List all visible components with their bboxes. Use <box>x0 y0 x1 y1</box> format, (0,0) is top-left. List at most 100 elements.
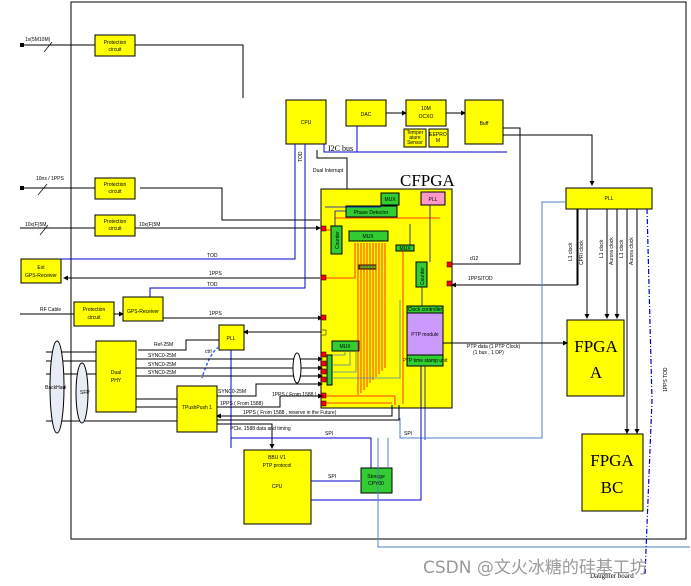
svg-text:PTP module: PTP module <box>411 332 439 338</box>
svg-text:SYNC0-25M: SYNC0-25M <box>218 389 246 395</box>
phase-detector <box>345 205 398 218</box>
counter-2 <box>415 261 428 288</box>
svg-text:circuit: circuit <box>108 47 122 53</box>
svg-text:Ext: Ext <box>37 265 45 271</box>
svg-text:PLL: PLL <box>227 336 236 342</box>
buffer: Buff <box>464 99 504 145</box>
watermark: CSDN @文火冰糖的硅基工坊 <box>423 558 647 578</box>
svg-text:1PPS: 1PPS <box>209 311 222 317</box>
svg-text:FPGA: FPGA <box>590 451 634 470</box>
svg-text:SYNC0-25M: SYNC0-25M <box>148 362 176 368</box>
fpga-a: FPGA A <box>566 319 625 397</box>
in3-out-label: 10x(F)5M <box>139 222 160 228</box>
svg-text:EEPRO: EEPRO <box>429 132 447 138</box>
svg-text:Protection: Protection <box>104 182 127 188</box>
svg-text:SPI: SPI <box>328 474 336 480</box>
cfpga-ports <box>320 225 453 407</box>
svg-text:MUX: MUX <box>384 197 396 203</box>
svg-text:circuit: circuit <box>108 226 122 232</box>
ext-gps-receiver: Ext GPS-Receiver <box>20 258 62 284</box>
svg-text:Dual: Dual <box>111 370 121 376</box>
svg-text:1PPS TOD: 1PPS TOD <box>663 367 669 392</box>
svg-text:PCIe, 1588 data and timing: PCIe, 1588 data and timing <box>230 426 291 432</box>
svg-text:Buff: Buff <box>480 121 489 127</box>
protection-circuit-3: Protection circuit <box>94 214 136 237</box>
svg-text:SPI: SPI <box>404 431 412 437</box>
fpga-bc: FPGA BC <box>581 433 644 512</box>
i2c-bus-label: I2C bus <box>328 144 353 153</box>
pll-right: PLL <box>565 187 653 210</box>
gps-receiver: GPS-Receiver <box>122 296 164 322</box>
svg-text:circuit: circuit <box>87 315 101 321</box>
sfp-ellipse <box>75 362 89 424</box>
svg-text:Counter: Counter <box>335 231 341 249</box>
svg-text:Temper: Temper <box>407 130 424 136</box>
svg-text:BC: BC <box>601 478 624 497</box>
input-3: 10x(F)5M <box>20 222 95 236</box>
svg-text:A: A <box>590 363 603 382</box>
svg-text:DAC: DAC <box>361 112 372 118</box>
svg-text:1PPS ( From 1588 , reserve in: 1PPS ( From 1588 , reserve in the Future… <box>243 410 337 416</box>
svg-text:SYNC0-25M: SYNC0-25M <box>148 353 176 359</box>
cfpga-mux-top <box>380 192 400 206</box>
svg-text:Clock controller: Clock controller <box>408 307 443 313</box>
svg-text:PTP protocol: PTP protocol <box>263 463 292 469</box>
svg-text:CPY00: CPY00 <box>368 481 384 487</box>
svg-text:ature: ature <box>409 135 421 141</box>
svg-text:1PPS/TOD: 1PPS/TOD <box>468 276 493 282</box>
cfpga-mux-low <box>331 340 360 352</box>
protection-circuit-2: Protection circuit <box>94 177 136 200</box>
backhaul-label: BackHaul <box>45 385 66 391</box>
svg-text:GPS-Receiver: GPS-Receiver <box>127 309 159 315</box>
cfpga-pll <box>420 191 446 206</box>
dual-interrupt-label: Dual Interrupt <box>313 168 344 174</box>
dac: DAC <box>345 99 387 127</box>
svg-text:Aurora clock: Aurora clock <box>629 237 635 265</box>
svg-text:CPU: CPU <box>301 120 312 126</box>
svg-text:(1 bus , 1 DP): (1 bus , 1 DP) <box>473 350 504 356</box>
svg-text:Protection: Protection <box>104 40 127 46</box>
input-2: 10ns / 1PPS <box>20 176 95 196</box>
rf-label: RF Cable <box>40 307 61 313</box>
ptp-module <box>406 312 444 356</box>
svg-text:d12: d12 <box>470 256 479 262</box>
input-2-label: 10ns / 1PPS <box>36 176 64 182</box>
svg-text:1PPS ( From 1588): 1PPS ( From 1588) <box>220 401 263 407</box>
svg-text:Phase Detector: Phase Detector <box>354 210 389 216</box>
input-1-label: 1x(5M10M) <box>25 37 51 43</box>
protection-circuit-1: Protection circuit <box>94 34 136 57</box>
svg-text:OCXO: OCXO <box>419 114 434 120</box>
svg-text:Ref-25M: Ref-25M <box>154 342 173 348</box>
svg-text:Protection: Protection <box>83 307 106 313</box>
rf-input: RF Cable <box>20 307 74 315</box>
svg-text:circuit: circuit <box>108 189 122 195</box>
svg-text:PLL: PLL <box>429 197 438 203</box>
svg-text:SYNC0-25M: SYNC0-25M <box>148 370 176 376</box>
svg-text:MUX: MUX <box>362 234 374 240</box>
svg-text:GPS-Receiver: GPS-Receiver <box>25 273 57 279</box>
ocxo: 10M OCXO <box>405 99 447 127</box>
svg-text:PLL: PLL <box>605 196 614 202</box>
cfpga: PLL MUX Phase Detector MUX Counter MUX C… <box>320 188 453 440</box>
temperature-sensor: Temper ature Sensor <box>403 128 427 148</box>
svg-text:1PPS: 1PPS <box>209 271 222 277</box>
svg-text:BBU V1: BBU V1 <box>268 455 286 461</box>
cfpga-mux-mid <box>348 230 389 242</box>
svg-text:Aurora clock: Aurora clock <box>609 237 615 265</box>
svg-text:PTP data (1 PTP Clock): PTP data (1 PTP Clock) <box>467 344 521 350</box>
svg-text:CPRI clock: CPRI clock <box>579 240 585 265</box>
svg-text:PHY: PHY <box>111 378 122 384</box>
tod-vertical-label: TOD <box>298 151 304 162</box>
storage: Storage CPY00 <box>360 467 393 494</box>
cfpga-bus-bar <box>326 354 333 386</box>
svg-text:MUX: MUX <box>399 246 411 252</box>
svg-text:TOD: TOD <box>207 253 218 259</box>
svg-text:PTP time stamp unit: PTP time stamp unit <box>403 358 449 364</box>
eeprom: EEPRO M <box>428 128 449 148</box>
sub-mux <box>358 264 377 270</box>
svg-text:Storage: Storage <box>367 474 385 480</box>
tpush: TPushPush 1 <box>176 385 218 433</box>
input-1: 1x(5M10M) <box>20 37 95 53</box>
pll-small: PLL <box>218 324 245 351</box>
